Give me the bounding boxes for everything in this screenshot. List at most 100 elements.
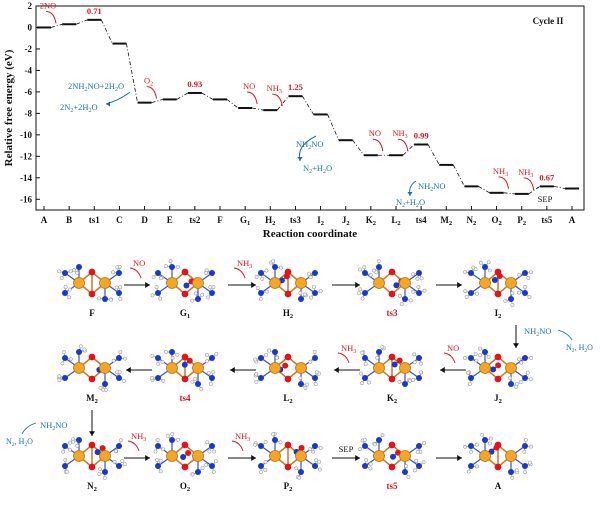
state-label-A: A — [495, 481, 502, 491]
side-arrow — [557, 329, 573, 341]
y-tick-label: -12 — [20, 151, 32, 161]
energy-connector — [252, 107, 264, 111]
y-tick-label: 2 — [28, 1, 33, 11]
barrier-label-ts3: 1.25 — [288, 82, 303, 92]
x-tick-label-ts4: ts4 — [416, 215, 427, 225]
energy-connector — [352, 139, 365, 156]
addition-label-NH3_1: NH3 — [267, 83, 282, 95]
barrier-label-ts2: 0.93 — [187, 79, 202, 89]
y-tick-label: -16 — [20, 194, 32, 204]
x-tick-label-K2: K2 — [366, 215, 376, 227]
cycle-label: Cycle II — [533, 16, 564, 26]
arrow-label-SEP: SEP — [339, 444, 354, 454]
x-tick-label-G1: G1 — [240, 215, 250, 227]
arrow-label-NH3-1: NH3 — [237, 258, 252, 270]
x-tick-label-J2: J2 — [342, 215, 350, 227]
addition-label-NO1: NO — [243, 81, 255, 91]
x-tick-label-C: C — [116, 215, 123, 225]
release-3-bottom: N2+H2O — [396, 197, 425, 209]
molecule — [463, 260, 533, 307]
sep-label: SEP — [538, 194, 553, 204]
energy-connector — [151, 99, 163, 104]
x-tick-label-A_end: A — [569, 215, 576, 225]
x-tick-label-ts3: ts3 — [290, 215, 301, 225]
addition-hook — [233, 267, 246, 279]
molecule — [150, 349, 219, 391]
addition-label-NH3_3: NH3 — [493, 166, 508, 178]
release-1-bottom: 2N2+2H2O — [60, 102, 98, 114]
state-label-I2: I2 — [495, 308, 502, 320]
energy-connector — [452, 164, 465, 187]
energy-connector — [276, 95, 289, 111]
energy-connector — [176, 92, 189, 100]
energy-connector — [528, 186, 541, 195]
molecule — [359, 345, 424, 387]
molecule — [253, 348, 321, 390]
y-tick-label: -4 — [25, 65, 33, 75]
addition-hook — [231, 440, 244, 452]
energy-connector — [503, 192, 515, 195]
x-tick-label-ts5: ts5 — [541, 215, 552, 225]
barrier-label-ts1: 0.71 — [87, 6, 102, 16]
molecule — [463, 346, 533, 389]
plot-frame — [35, 5, 585, 211]
x-tick-label-P2: P2 — [517, 215, 526, 227]
x-tick-label-N2: N2 — [467, 215, 477, 227]
molecule — [61, 437, 127, 480]
x-tick-label-A: A — [41, 215, 48, 225]
state-label-N2: N2 — [87, 481, 97, 493]
addition-arrow — [523, 177, 535, 190]
molecule — [254, 259, 323, 302]
molecule — [57, 264, 123, 302]
side-release-2: NH2NO — [40, 420, 68, 432]
energy-connector — [50, 23, 63, 28]
addition-arrow — [247, 91, 258, 105]
addition-arrow — [146, 86, 158, 99]
molecule — [357, 259, 427, 306]
side-product-1: N2, H2O — [566, 343, 593, 354]
y-tick-label: -2 — [25, 44, 33, 54]
addition-arrow — [498, 176, 510, 189]
molecule — [463, 432, 533, 480]
addition-label-2NO: 2NO — [40, 0, 57, 10]
y-tick-label: 0 — [28, 22, 33, 32]
addition-arrow — [372, 138, 384, 152]
addition-arrow — [45, 10, 57, 24]
state-label-G1: G1 — [180, 308, 190, 320]
release-2-bottom: N2+H2O — [303, 163, 332, 175]
addition-hook — [127, 440, 140, 452]
x-tick-label-E: E — [167, 215, 173, 225]
addition-arrow — [397, 138, 409, 152]
arrow-label-NO-1: NO — [133, 258, 145, 268]
energy-connector — [327, 114, 340, 141]
molecule — [153, 432, 218, 477]
energy-connector — [201, 92, 214, 100]
barrier-label-ts5: 0.67 — [539, 172, 555, 182]
energy-connector — [302, 95, 314, 115]
side-release-1: NH2NO — [524, 326, 552, 338]
energy-connector — [553, 185, 566, 189]
addition-label-NH3_4: NH3 — [518, 167, 533, 179]
x-tick-label-B: B — [66, 215, 72, 225]
state-label-L2: L2 — [283, 393, 292, 405]
x-axis-label: Reaction coordinate — [263, 228, 358, 240]
x-tick-label-D: D — [141, 215, 148, 225]
side-product-2: N2, H2O — [6, 437, 33, 448]
y-tick-label: -14 — [20, 173, 32, 183]
state-label-J2: J2 — [494, 393, 502, 405]
energy-connector — [75, 19, 88, 25]
state-label-P2: P2 — [284, 481, 293, 493]
x-tick-label-ts2: ts2 — [189, 215, 200, 225]
barrier-label-ts4: 0.99 — [414, 131, 429, 141]
x-tick-label-O2: O2 — [491, 215, 501, 227]
molecule — [150, 259, 216, 303]
molecule — [253, 432, 323, 480]
energy-connector — [226, 99, 239, 109]
state-label-K2: K2 — [387, 393, 397, 405]
release-3-top: NH2NO — [418, 181, 446, 193]
release-1-top: 2NH2NO+2H2O — [68, 81, 124, 93]
addition-label-O2: O2 — [144, 76, 153, 88]
arrow-label-NH3-2: NH3 — [341, 343, 356, 355]
